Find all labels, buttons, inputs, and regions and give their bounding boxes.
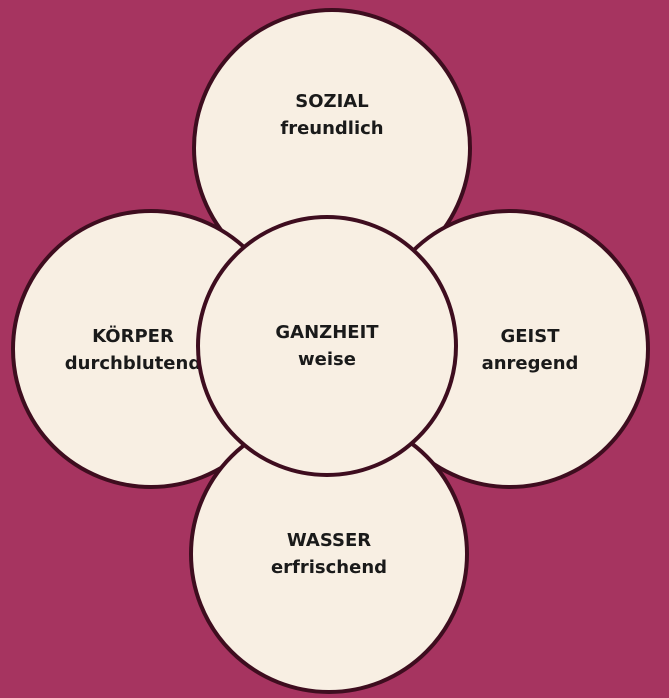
node-wasser-title: WASSER xyxy=(286,530,372,551)
node-geist-title: GEIST xyxy=(500,326,560,347)
node-ganzheit-subtitle: weise xyxy=(298,349,356,370)
node-koerper-subtitle: durchblutend xyxy=(64,353,202,374)
node-koerper-title: KÖRPER xyxy=(92,326,174,347)
node-geist-subtitle: anregend xyxy=(481,353,579,374)
node-ganzheit-title: GANZHEIT xyxy=(275,322,379,343)
node-ganzheit: GANZHEIT weise xyxy=(196,215,458,477)
node-wasser-subtitle: erfrischend xyxy=(270,557,388,578)
node-sozial-title: SOZIAL xyxy=(295,91,369,112)
node-sozial-subtitle: freundlich xyxy=(280,118,384,139)
